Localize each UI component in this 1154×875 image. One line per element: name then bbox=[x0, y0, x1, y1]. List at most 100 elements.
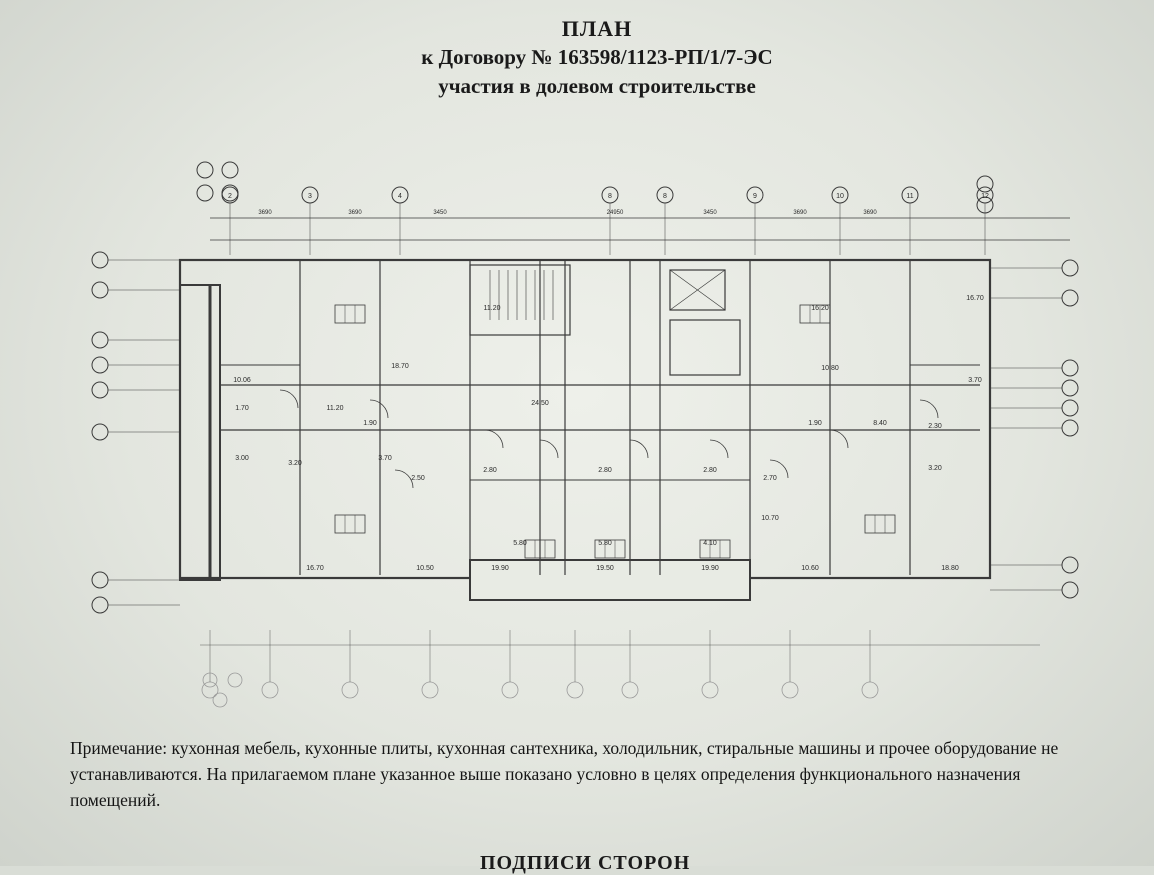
document-header: ПЛАН к Договору № 163598/1123-РП/1/7-ЭС … bbox=[0, 14, 1154, 101]
axis-top-left-c bbox=[196, 184, 214, 202]
dimension-text: 3450 bbox=[433, 210, 447, 216]
corridor-area-label: 24.50 bbox=[531, 400, 549, 407]
ghost-axis-bubble bbox=[861, 681, 879, 699]
room-area-label: 10.50 bbox=[416, 565, 434, 572]
ghost-axis-bubble bbox=[261, 681, 279, 699]
room-area-label: 2.30 bbox=[928, 423, 942, 430]
lift-shaft bbox=[669, 269, 726, 311]
room-area-label: 1.90 bbox=[363, 420, 377, 427]
dimension-text: 3690 bbox=[863, 210, 877, 216]
contract-subtitle: участия в долевом строительстве bbox=[438, 74, 756, 98]
door-swing bbox=[769, 459, 789, 479]
room-area-label: 11.20 bbox=[327, 405, 344, 412]
fixture-block bbox=[864, 514, 896, 534]
room-area-label: 10.70 bbox=[761, 515, 779, 522]
room-area-label: 18.80 bbox=[941, 565, 959, 572]
room-area-label: 3.70 bbox=[968, 377, 982, 384]
room-area-label: 16.70 bbox=[966, 295, 984, 302]
axis-left-2 bbox=[91, 331, 109, 349]
door-swing bbox=[484, 429, 504, 449]
contract-number: к Договору № 163598/1123-РП/1/7-ЭС bbox=[421, 45, 773, 69]
axis-top-1-label: 3 bbox=[308, 193, 312, 200]
axis-top-right-b bbox=[976, 196, 994, 214]
axis-top-right-a bbox=[976, 175, 994, 193]
room-area-label: 3.70 bbox=[378, 455, 392, 462]
dimension-text: 3690 bbox=[258, 210, 272, 216]
room-area-label: 2.80 bbox=[483, 467, 497, 474]
axis-right-7 bbox=[1061, 581, 1079, 599]
door-swing bbox=[394, 469, 414, 489]
door-swing bbox=[829, 429, 849, 449]
axis-left-7 bbox=[91, 596, 109, 614]
lift-cross bbox=[669, 269, 726, 311]
room-area-label: 16.20 bbox=[811, 305, 829, 312]
center-projection bbox=[469, 559, 751, 601]
axis-right-3 bbox=[1061, 379, 1079, 397]
ghost-axis-bubble bbox=[701, 681, 719, 699]
axis-right-2 bbox=[1061, 359, 1079, 377]
room-area-label: 16.70 bbox=[306, 565, 324, 572]
ghost-axis-bubble bbox=[227, 672, 243, 688]
room-area-label: 19.50 bbox=[596, 565, 614, 572]
room-area-label: 5.80 bbox=[598, 540, 612, 547]
axis-top-4-label: 8 bbox=[663, 193, 667, 200]
stair-core bbox=[469, 264, 571, 336]
building-outline bbox=[178, 258, 992, 580]
document-title: ПЛАН bbox=[561, 16, 633, 41]
room-area-label: 4.10 bbox=[703, 540, 717, 547]
room-area-label: 2.70 bbox=[763, 475, 777, 482]
room-area-label: 1.70 bbox=[235, 405, 249, 412]
fixture-block bbox=[799, 304, 831, 324]
door-swing bbox=[369, 399, 389, 419]
ghost-axis-bubble bbox=[421, 681, 439, 699]
axis-top-5-label: 9 bbox=[753, 193, 757, 200]
lift-shaft-2 bbox=[669, 319, 741, 376]
dimension-text: 3690 bbox=[793, 210, 807, 216]
door-swing bbox=[279, 389, 299, 409]
axis-top-8-label: 12 bbox=[981, 193, 989, 200]
axis-top-left-b bbox=[221, 161, 239, 179]
left-annex-wall bbox=[179, 284, 221, 581]
signatures-heading: ПОДПИСИ СТОРОН bbox=[480, 852, 691, 874]
door-swing bbox=[919, 399, 939, 419]
dimension-text: 24950 bbox=[607, 210, 624, 216]
room-area-label: 2.80 bbox=[703, 467, 717, 474]
room-area-label: 19.90 bbox=[701, 565, 719, 572]
axis-top-6-label: 10 bbox=[836, 193, 844, 200]
room-area-label: 18.70 bbox=[391, 363, 409, 370]
axis-top-3-label: 8 bbox=[608, 193, 612, 200]
axis-left-3 bbox=[91, 356, 109, 374]
fixture-block bbox=[524, 539, 556, 559]
axis-left-6 bbox=[91, 571, 109, 589]
axis-top-left-a bbox=[196, 161, 214, 179]
axis-top-left-d bbox=[221, 184, 239, 202]
dimension-text: 3690 bbox=[348, 210, 362, 216]
room-area-label: 3.20 bbox=[928, 465, 942, 472]
room-area-label: 3.00 bbox=[235, 455, 249, 462]
room-area-label: 3.20 bbox=[288, 460, 302, 467]
axis-right-6 bbox=[1061, 556, 1079, 574]
ghost-axis-bubble bbox=[621, 681, 639, 699]
fixture-block bbox=[699, 539, 731, 559]
axis-left-0 bbox=[91, 251, 109, 269]
fixture-block bbox=[594, 539, 626, 559]
axis-top-7-label: 11 bbox=[906, 193, 913, 200]
axis-right-4 bbox=[1061, 399, 1079, 417]
axis-right-5 bbox=[1061, 419, 1079, 437]
ghost-axis-bubble bbox=[566, 681, 584, 699]
door-swing bbox=[539, 439, 559, 459]
ghost-axis-bubble bbox=[781, 681, 799, 699]
room-area-label: 11.20 bbox=[484, 305, 501, 312]
room-area-label: 2.80 bbox=[598, 467, 612, 474]
fixture-block bbox=[334, 304, 366, 324]
axis-left-5 bbox=[91, 423, 109, 441]
axis-right-0 bbox=[1061, 259, 1079, 277]
fixture-block bbox=[334, 514, 366, 534]
axis-left-4 bbox=[91, 381, 109, 399]
room-area-label: 10.06 bbox=[233, 377, 251, 384]
ghost-axis-bubble bbox=[341, 681, 359, 699]
dimension-text: 3450 bbox=[703, 210, 717, 216]
axis-right-1 bbox=[1061, 289, 1079, 307]
